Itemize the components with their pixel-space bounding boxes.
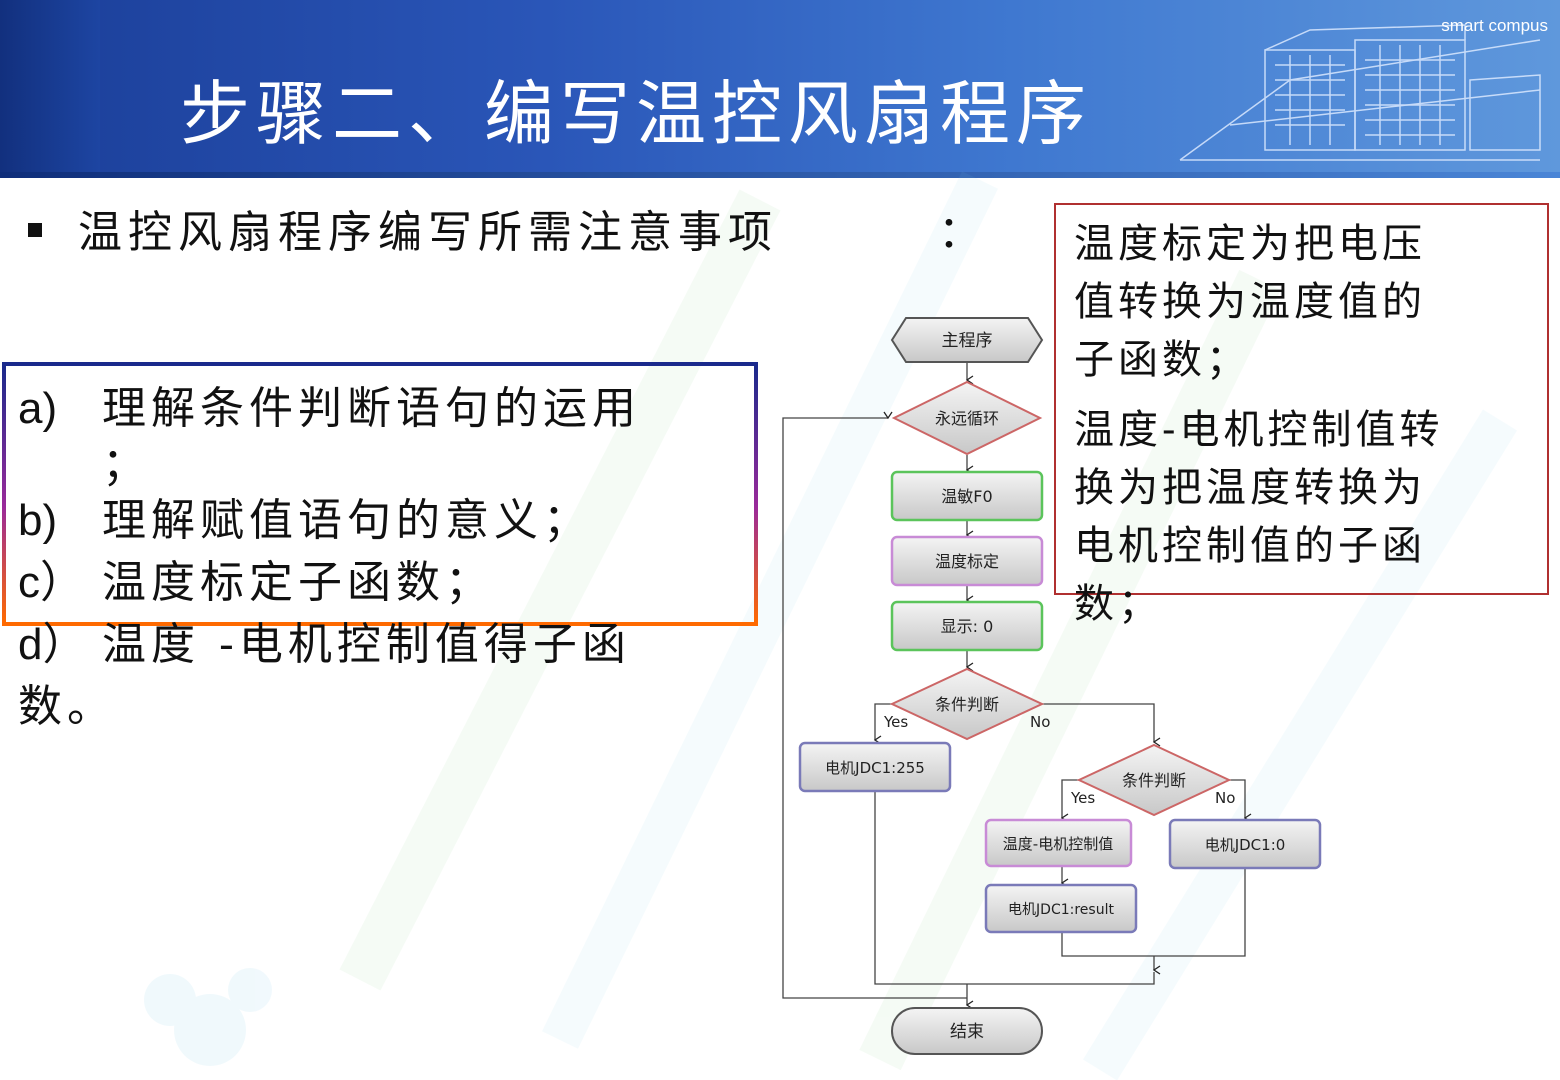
note-box	[1054, 203, 1549, 595]
flow-node-end: 结束	[891, 1007, 1043, 1055]
flow-node-loop-label: 永远循环	[935, 409, 999, 428]
subtitle-colon: ：	[938, 207, 982, 258]
flow-node-motor-full: 电机JDC1:255	[798, 741, 952, 793]
list-item-label: d）	[18, 620, 87, 669]
flow-node-condition-2-label: 条件判断	[1122, 771, 1186, 790]
list-item: c） 温度标定子函数；	[18, 552, 641, 614]
header-banner: smart compus 步骤二、编写温控风扇程序	[0, 0, 1560, 178]
brand-text: smart compus	[1441, 16, 1548, 35]
flow-node-display-label: 显示: 0	[941, 617, 994, 636]
note-line: 温度-电机控制值转	[1074, 407, 1444, 453]
flow-node-condition-1-label: 条件判断	[935, 695, 999, 714]
list-item: b) 理解赋值语句的意义；	[18, 490, 641, 552]
flow-label-no-1: No	[1030, 713, 1050, 731]
subtitle: 温控风扇程序编写所需注意事项	[28, 196, 778, 260]
list-item-text: 温度标定子函数；	[102, 557, 494, 608]
note-line: 子函数；	[1074, 337, 1250, 383]
flow-node-temp-motor: 温度-电机控制值	[984, 818, 1133, 868]
flow-label-yes-1: Yes	[883, 713, 908, 731]
list-item-text: 温度 -电机控制值得子函	[102, 619, 631, 670]
flow-node-display: 显示: 0	[890, 600, 1044, 652]
slide-title: 步骤二、编写温控风扇程序	[180, 73, 1092, 155]
flow-label-yes-2: Yes	[1070, 789, 1095, 807]
bullet-square-icon	[28, 222, 42, 237]
list-item-text: 理解赋值语句的意义；	[102, 495, 592, 546]
flow-node-motor-zero: 电机JDC1:0	[1168, 818, 1322, 870]
flow-node-end-label: 结束	[950, 1022, 984, 1042]
flow-node-motor-zero-label: 电机JDC1:0	[1205, 836, 1286, 854]
flow-node-temp-motor-label: 温度-电机控制值	[1003, 835, 1113, 853]
header-divider	[0, 172, 1560, 178]
flow-node-sensor-label: 温敏F0	[941, 487, 992, 506]
list-highlight-box	[2, 362, 758, 626]
flow-node-condition-1: 条件判断 Yes No	[883, 667, 1050, 741]
list-item-label: c）	[18, 558, 84, 607]
flowchart-connectors	[782, 362, 1252, 1010]
flow-node-motor-result-label: 电机JDC1:result	[1008, 902, 1114, 918]
flow-node-sensor: 温敏F0	[890, 470, 1044, 522]
list-item-text: ；	[102, 439, 151, 490]
note-line: 换为把温度转换为	[1074, 465, 1426, 511]
note-paragraph-calibration: 温度标定为把电压 值转换为温度值的 子函数；	[1074, 215, 1494, 389]
flow-node-condition-2: 条件判断 Yes No	[1070, 743, 1235, 817]
note-paragraph-motor: 温度-电机控制值转 换为把温度转换为 电机控制值的子函 数；	[1074, 401, 1494, 633]
flow-node-motor-result: 电机JDC1:result	[984, 883, 1138, 934]
note-line: 值转换为温度值的	[1074, 279, 1426, 325]
list-item-label: b)	[18, 496, 58, 545]
subtitle-text: 温控风扇程序编写所需注意事项	[78, 207, 778, 258]
note-line: 温度标定为把电压	[1074, 221, 1426, 267]
flow-node-calibration: 温度标定	[890, 535, 1044, 587]
flow-node-motor-full-label: 电机JDC1:255	[825, 759, 925, 777]
list-item-text: 理解条件判断语句的运用	[102, 383, 641, 434]
list-item: d） 温度 -电机控制值得子函	[18, 614, 641, 676]
header-left-band	[0, 0, 100, 178]
notes-list: a)理解条件判断语句的运用 ； b)理解赋值语句的意义； c）温度标定子函数； …	[18, 378, 641, 738]
list-item: a) 理解条件判断语句的运用	[18, 378, 641, 440]
note-line: 电机控制值的子函	[1074, 523, 1426, 569]
list-item-continuation: 数。	[18, 676, 641, 738]
flow-node-main: 主程序	[890, 317, 1044, 363]
flow-label-no-2: No	[1215, 789, 1235, 807]
flow-node-loop: 永远循环	[891, 380, 1043, 456]
list-item-continuation: ；	[18, 440, 641, 490]
note-text: 温度标定为把电压 值转换为温度值的 子函数； 温度-电机控制值转 换为把温度转换…	[1074, 215, 1494, 645]
list-item-text: 数。	[18, 681, 116, 732]
campus-building-illustration	[1179, 24, 1541, 161]
flow-node-calibration-label: 温度标定	[935, 552, 999, 571]
note-line: 数；	[1074, 581, 1162, 627]
list-item-label: a)	[18, 384, 58, 433]
flow-node-main-label: 主程序	[942, 331, 993, 351]
